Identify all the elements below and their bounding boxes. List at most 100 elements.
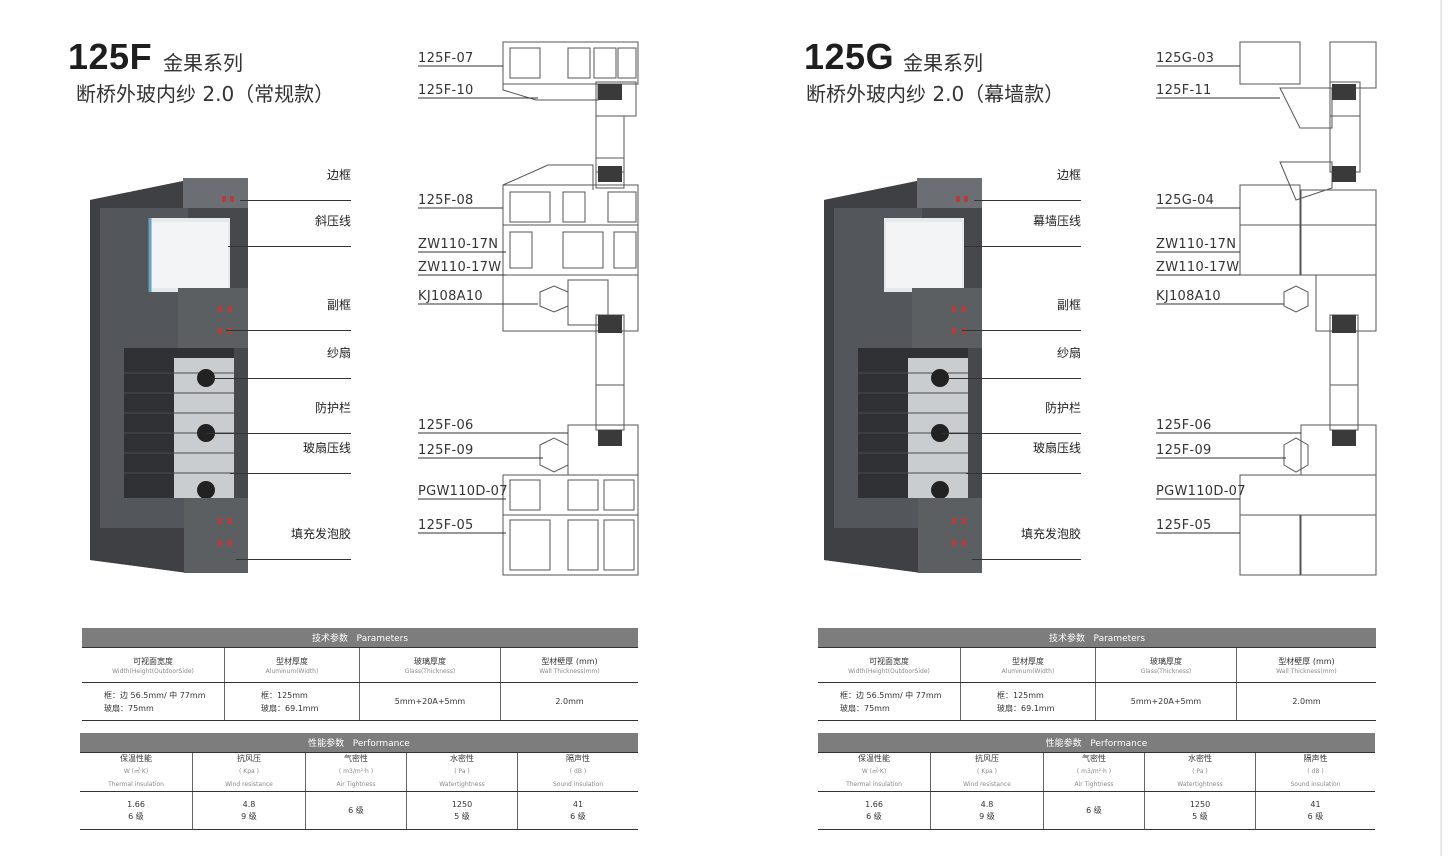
profile-label: 125F-05 [418,518,474,533]
table-cell: 9 级 [241,811,257,821]
column-header: 型材壁厚 (mm) [541,656,598,666]
column-header: 型材厚度 [1012,656,1044,666]
table-cell: 1.66 [865,799,883,809]
series-name: 金果系列 [163,51,243,75]
column-header-en: Glass(Thickness) [404,667,456,675]
table-cell: 9 级 [979,811,995,821]
table-cell: 玻扇：69.1mm [997,703,1055,713]
profile-label: ZW110-17N [418,237,499,252]
table-cell: 2.0mm [1292,697,1321,706]
profile-section-drawing: 125G-03 125F-11 125G-04 ZW110-17N ZW110-… [1156,40,1396,580]
column-unit: ( Pa ) [1192,768,1208,775]
profile-label: 125F-09 [418,443,474,458]
catalog-page-125f: 125F 金果系列 断桥外玻内纱 2.0（常规款） 边框 [68,36,658,830]
column-header: 玻璃厚度 [414,656,446,666]
table-cell: 5mm+20A+5mm [1130,697,1202,706]
profile-label: 125F-10 [418,83,474,98]
table-cell: 6 级 [1086,805,1102,815]
profile-label: 125G-03 [1156,51,1215,66]
table-title: 技术参数 [311,634,348,644]
column-header-en: Watertightness [1177,781,1223,788]
profile-label: ZW110-17W [1156,260,1240,275]
table-cell: 1.66 [127,799,145,809]
column-header: 型材厚度 [276,656,308,666]
table-cell: 6 级 [1307,811,1324,821]
table-cell: 41 [1310,799,1321,809]
table-cell: 6 级 [570,811,586,821]
callout-label: 幕墙压线 [1032,214,1081,228]
catalog-page-125g: 125G 金果系列 断桥外玻内纱 2.0（幕墙款） 边框 幕墙压线 [736,0,1450,856]
column-header-en: Glass(Thickness) [1140,667,1192,675]
column-header: 气密性 [344,754,368,763]
column-header-en: Aluminum(Width) [1001,667,1055,675]
column-unit: W (㎡·K) [123,768,149,775]
table-cell: 玻扇：75mm [840,703,890,713]
column-header: 可视面宽度 [133,656,173,666]
column-header: 隔声性 [1303,754,1328,763]
profile-label: KJ108A10 [1156,289,1222,304]
callout-label: 玻扇压线 [1032,441,1081,455]
table-cell: 5 级 [1192,811,1208,821]
profile-label: 125F-08 [418,193,474,208]
table-cell: 玻扇：75mm [104,703,154,713]
table-cell: 玻扇：69.1mm [261,703,319,713]
column-header-en: Sound insulation [552,781,604,788]
column-header-en: Width(Height(OutdoorSide) [112,667,194,675]
callout-label: 副框 [1056,298,1081,312]
callout-label: 边框 [1056,168,1081,182]
column-header: 抗风压 [975,754,999,763]
table-cell: 6 级 [348,805,364,815]
table-cell: 6 级 [866,811,882,821]
callout-label: 纱扇 [1056,346,1081,360]
profile-label: 125F-06 [1156,418,1212,433]
table-cell: 4.8 [242,799,256,809]
table-title: 性能参数 [308,739,345,749]
profile-label: KJ108A10 [418,289,484,304]
callout-label: 填充发泡胶 [1020,527,1081,541]
profile-label: 125F-07 [418,51,474,66]
column-header-en: Wind resistance [225,781,273,788]
table-title-en: Parameters [1093,634,1146,644]
callout-label: 防护栏 [1044,401,1081,415]
column-header: 型材壁厚 (mm) [1278,656,1335,666]
table-cell: 框：125mm [261,690,308,700]
model-title: 125G [804,36,895,77]
column-header: 气密性 [1082,754,1106,763]
profile-section-drawing: 125F-07 125F-10 125F-08 ZW110-17N ZW110-… [418,40,658,580]
table-title-en: Performance [352,739,410,749]
table-cell: 5mm+20A+5mm [394,697,466,706]
profile-label: 125G-04 [1156,193,1215,208]
table-cell: 1250 [1189,799,1211,809]
column-header: 可视面宽度 [869,656,909,666]
column-header-en: Thermal insulation [108,781,164,788]
column-header: 水密性 [1188,754,1212,763]
table-title: 性能参数 [1045,739,1082,749]
column-header: 保温性能 [858,754,890,763]
column-unit: ( Kpa ) [977,768,997,775]
page-edge [1440,0,1442,856]
column-header-en: Wall Thickness(mm) [1276,667,1337,675]
column-header: 水密性 [450,754,474,763]
column-header: 保温性能 [120,754,152,763]
table-title: 技术参数 [1048,634,1085,644]
column-header-en: Wind resistance [963,781,1011,788]
window-cutaway-render [90,178,248,573]
column-unit: ( Kpa ) [239,768,259,775]
profile-label: PGW110D-07 [1156,484,1246,499]
column-header-en: Sound insulation [1290,781,1341,788]
column-header: 抗风压 [237,754,261,763]
table-cell: 6 级 [128,811,144,821]
table-cell: 框：边 56.5mm/ 中 77mm [104,690,206,700]
table-cell: 1250 [451,799,473,809]
profile-label: 125F-11 [1156,83,1212,98]
table-cell: 2.0mm [555,697,584,706]
column-header-en: Thermal insulation [846,781,902,788]
column-header-en: Wall Thickness(mm) [539,667,600,675]
column-header-en: Air Tightness [336,781,376,788]
